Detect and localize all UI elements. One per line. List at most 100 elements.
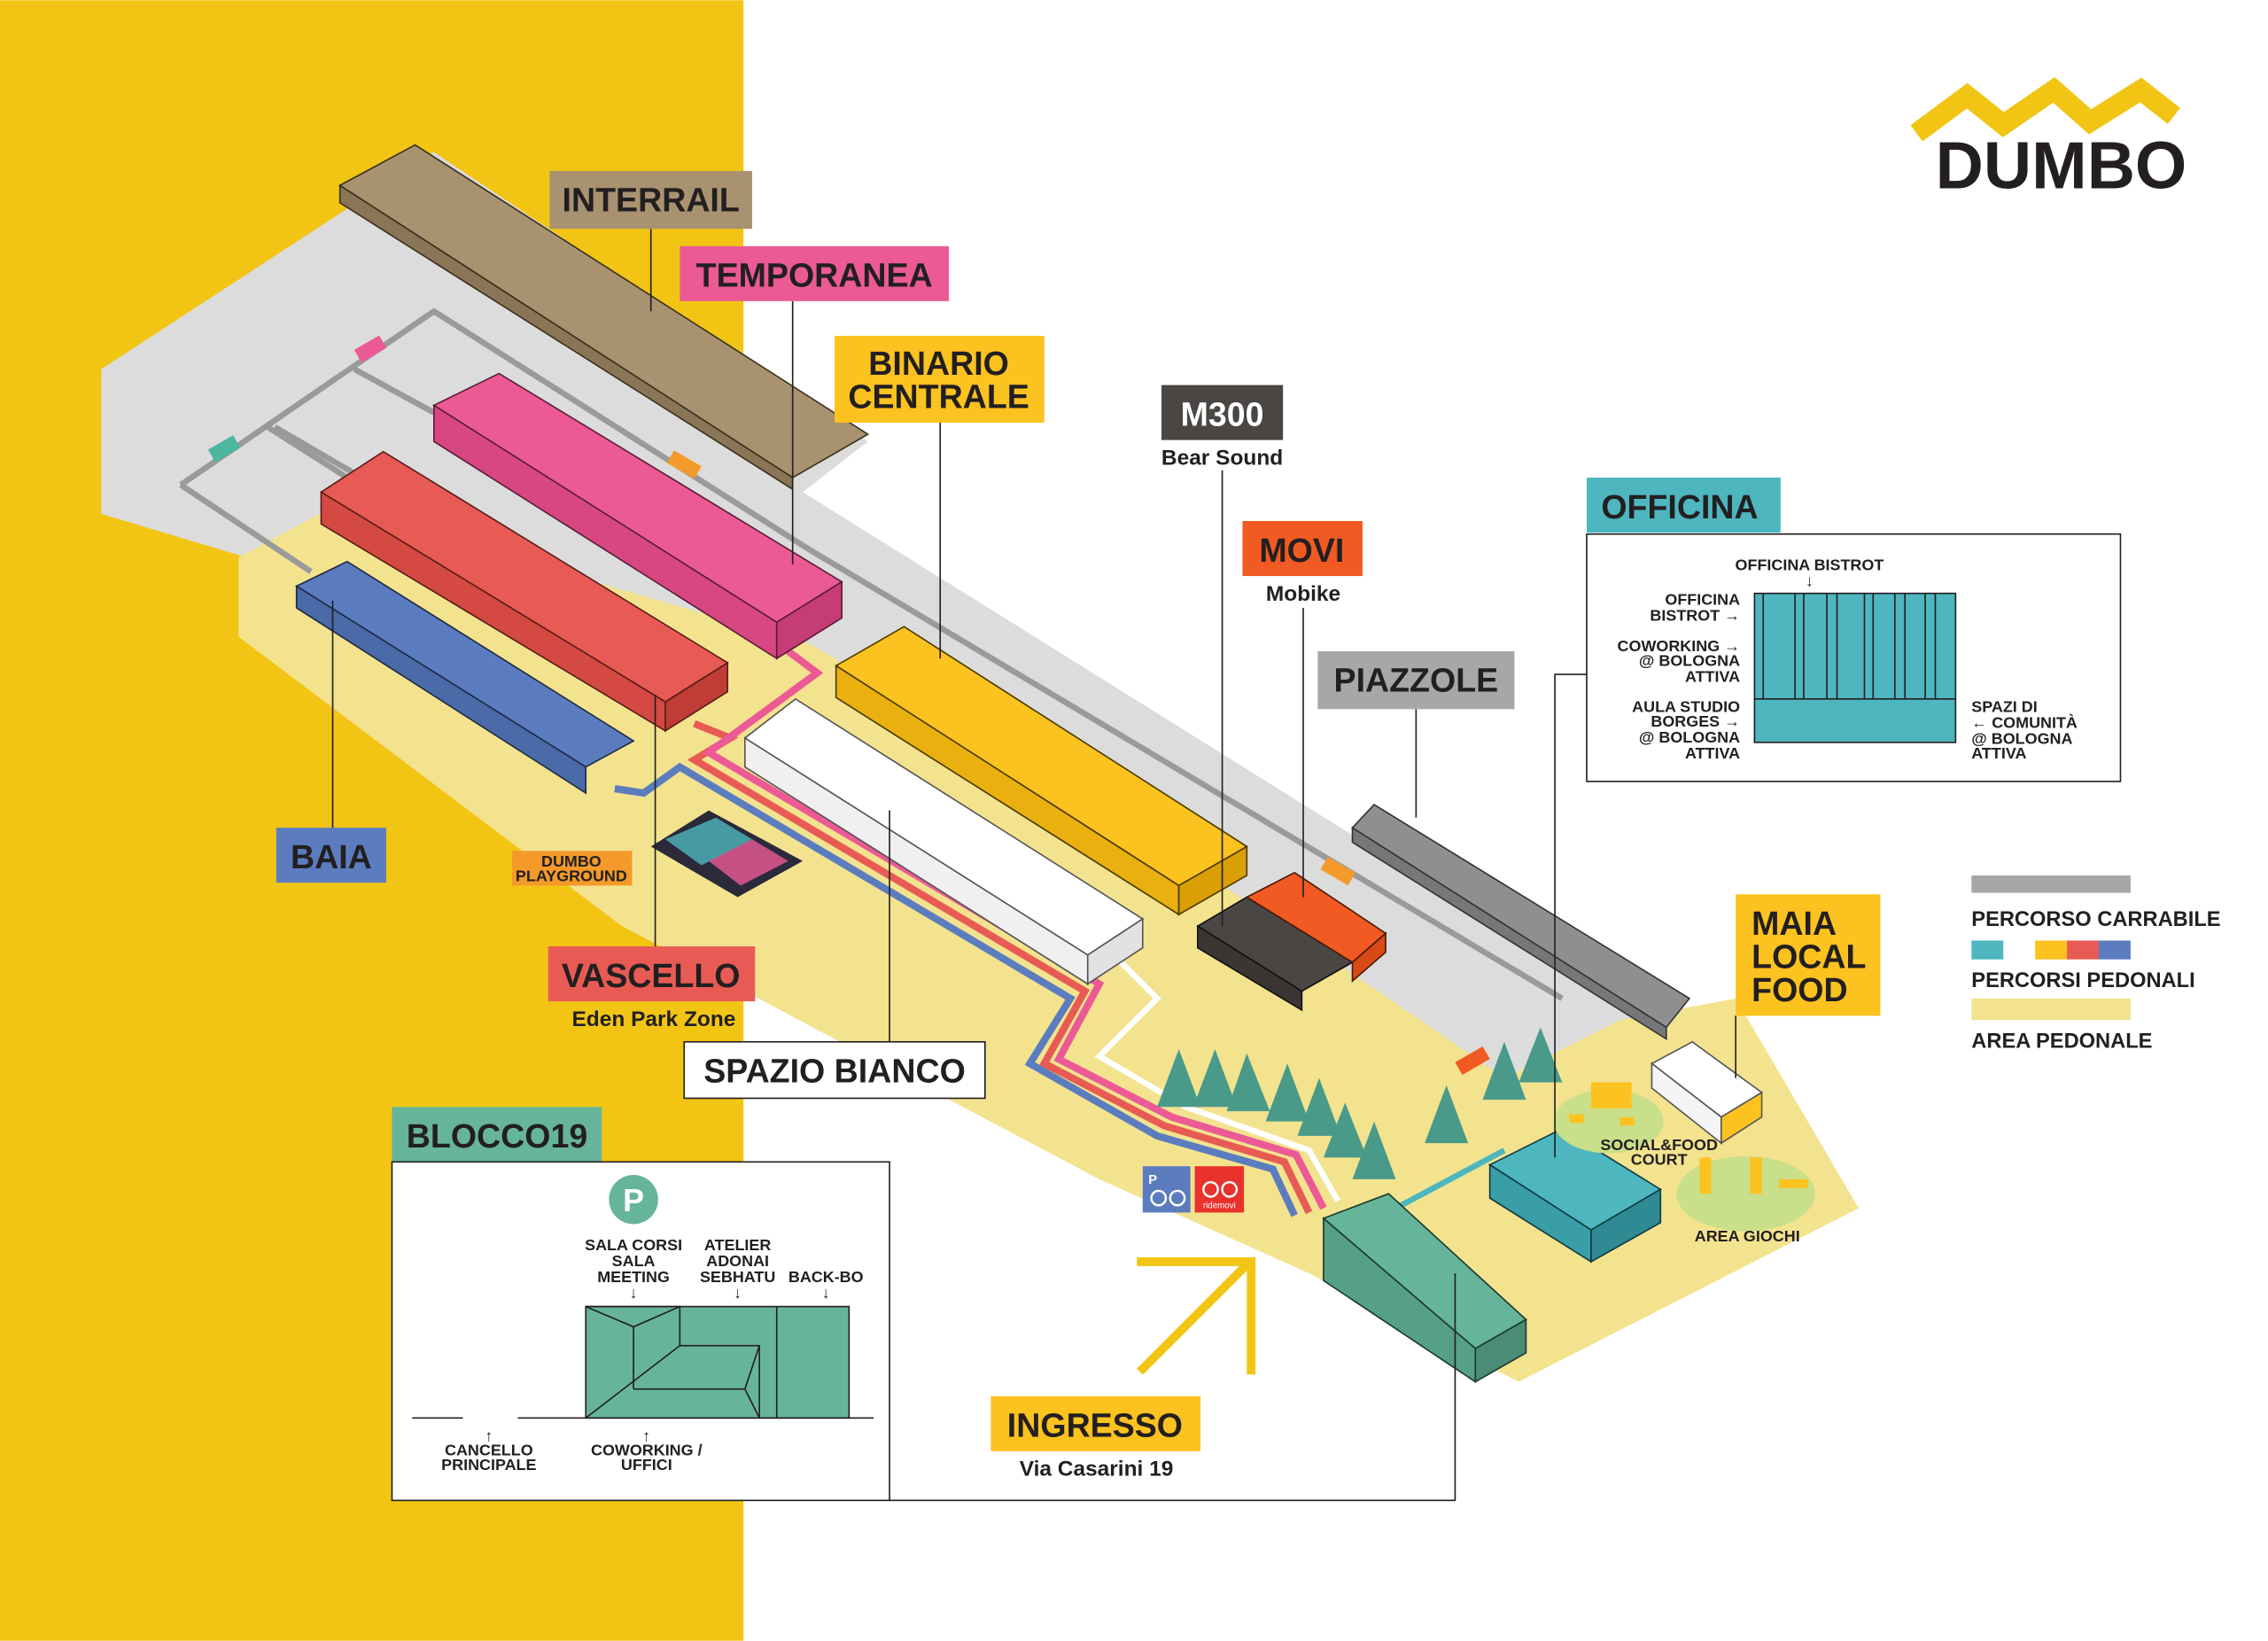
legend-label-area: AREA PEDONALE — [1971, 1030, 2152, 1053]
officina-left2-line1: COWORKING → — [1618, 637, 1741, 655]
car-icon — [666, 450, 702, 479]
blocco-atelier-line1: ATELIER — [704, 1236, 771, 1254]
car-icon — [207, 435, 241, 463]
building-vascello[interactable] — [319, 450, 729, 733]
legend-swatch-blue — [2098, 940, 2131, 960]
pedestrian-area-right — [1309, 998, 1504, 1158]
label-temporanea[interactable]: TEMPORANEA — [680, 245, 950, 301]
label-playground-line1: DUMBO — [541, 852, 602, 870]
officina-right-line1: SPAZI DI — [1971, 698, 2037, 716]
legend-swatch-area — [1971, 998, 2131, 1021]
blocco-sala-line1: SALA CORSI — [585, 1236, 682, 1254]
path-teal — [1394, 1147, 1506, 1211]
label-ingresso[interactable]: INGRESSO Via Casarini 19 — [990, 1396, 1201, 1482]
label-maia-line1: MAIA — [1751, 905, 1837, 942]
officina-right-line4: ATTIVA — [1971, 744, 2026, 762]
officina-left2-line2: @ BOLOGNA — [1639, 651, 1740, 669]
label-area-giochi: AREA GIOCHI — [1695, 1227, 1800, 1245]
blocco19-panel[interactable]: BLOCCO19 P SALA CORSI SALA MEETING ↓ ATE… — [391, 1107, 890, 1502]
social-food-court-area — [1553, 1089, 1664, 1154]
blocco19-floorplan — [585, 1305, 850, 1419]
label-spazio-bianco-text: SPAZIO BIANCO — [703, 1053, 966, 1090]
officina-panel[interactable]: OFFICINA OFFICINA BISTROT ↓ OFFICINA BIS… — [1586, 478, 2122, 782]
path-blue — [614, 762, 1298, 1217]
label-movi[interactable]: MOVI Mobike — [1242, 521, 1363, 606]
car-icon — [1455, 1046, 1490, 1076]
arrow-up-icon: ↑ — [485, 1427, 493, 1444]
building-movi[interactable] — [1245, 871, 1387, 984]
label-baia[interactable]: BAIA — [276, 828, 386, 883]
label-piazzole[interactable]: PIAZZOLE — [1317, 650, 1515, 710]
officina-left1-line2: BISTROT → — [1650, 607, 1740, 625]
officina-left3-line4: ATTIVA — [1685, 744, 1740, 762]
officina-right-line3: @ BOLOGNA — [1971, 729, 2072, 747]
parking-icon — [609, 1175, 658, 1225]
building-baia[interactable] — [295, 560, 635, 795]
leader-lines — [331, 229, 1736, 1502]
playground-equipment-icon — [1699, 1157, 1808, 1194]
officina-right-line2: ← COMUNITÀ — [1971, 713, 2078, 732]
blocco-cancello-line1: CANCELLO — [445, 1442, 533, 1459]
road-branch — [266, 424, 349, 480]
label-social-food-line2: COURT — [1631, 1151, 1688, 1169]
building-piazzole[interactable] — [1351, 803, 1691, 1041]
label-vascello-sub: Eden Park Zone — [571, 1007, 735, 1031]
building-spazio-bianco[interactable] — [743, 697, 1145, 986]
label-vascello-text: VASCELLO — [562, 957, 741, 994]
officina-left2-line3: ATTIVA — [1685, 667, 1740, 685]
officina-left3-line3: @ BOLOGNA — [1639, 728, 1740, 746]
car-icon — [1320, 857, 1355, 886]
entrance-arrow-icon — [1137, 1257, 1256, 1375]
label-m300[interactable]: M300 Bear Sound — [1161, 385, 1283, 471]
road-branch — [353, 366, 436, 416]
road-lines-2 — [273, 424, 363, 480]
trees — [1157, 1027, 1563, 1179]
ridemovi-icon[interactable]: ridemovi — [1194, 1166, 1245, 1213]
blocco-atelier-line2: ADONAI — [706, 1252, 769, 1270]
legend-label-pedonali: PERCORSI PEDONALI — [1971, 969, 2194, 992]
label-dumbo-playground[interactable]: DUMBO PLAYGROUND — [511, 851, 633, 886]
building-officina[interactable] — [1487, 1127, 1662, 1264]
legend-swatch-teal — [1971, 940, 2004, 960]
building-blocco19[interactable] — [1322, 1193, 1527, 1383]
label-piazzole-text: PIAZZOLE — [1334, 662, 1499, 699]
building-temporanea[interactable] — [432, 372, 843, 660]
blocco-backbo: BACK-BO — [788, 1268, 864, 1286]
label-vascello[interactable]: VASCELLO Eden Park Zone — [548, 946, 756, 1031]
label-interrail[interactable]: INTERRAIL — [549, 170, 752, 229]
label-m300-sub: Bear Sound — [1161, 446, 1283, 470]
label-m300-text: M300 — [1181, 395, 1264, 432]
label-officina-text: OFFICINA — [1601, 488, 1758, 525]
arrow-down-icon: ↓ — [822, 1284, 830, 1302]
officina-left1-line1: OFFICINA — [1665, 591, 1740, 609]
building-maia[interactable] — [1650, 1040, 1764, 1145]
label-maia-line3: FOOD — [1751, 971, 1847, 1008]
arrow-down-icon: ↓ — [734, 1284, 742, 1302]
label-binario-line1: BINARIO — [868, 345, 1009, 382]
blocco-sala-line2: SALA — [612, 1252, 656, 1270]
bike-parking-icon[interactable]: P — [1142, 1166, 1191, 1213]
label-maia-line2: LOCAL — [1751, 938, 1866, 976]
label-movi-sub: Mobike — [1266, 582, 1340, 606]
logo-text: DUMBO — [1936, 128, 2187, 203]
legend-swatch-yellow — [2035, 940, 2068, 960]
label-spazio-bianco[interactable]: SPAZIO BIANCO — [683, 1040, 986, 1100]
road-branch — [179, 482, 313, 574]
parking-letter: P — [623, 1182, 644, 1218]
building-binario-centrale[interactable] — [835, 626, 1248, 916]
label-social-food-line1: SOCIAL&FOOD — [1600, 1136, 1718, 1154]
blocco-cancello-line2: PRINCIPALE — [441, 1456, 536, 1474]
label-blocco19-text: BLOCCO19 — [407, 1117, 587, 1155]
arrow-down-icon: ↓ — [630, 1284, 638, 1302]
path-white — [1094, 960, 1341, 1203]
bike-parking-letter: P — [1148, 1173, 1157, 1187]
label-ingresso-text: INGRESSO — [1007, 1407, 1183, 1444]
road-lines — [179, 307, 1564, 1001]
officina-left3-line1: AULA STUDIO — [1632, 698, 1740, 716]
label-binario-centrale[interactable]: BINARIO CENTRALE — [835, 336, 1045, 424]
arrow-up-icon: ↑ — [642, 1427, 650, 1444]
label-maia-local-food[interactable]: MAIA LOCAL FOOD — [1736, 894, 1881, 1016]
dumbo-playground-graphic — [650, 810, 804, 898]
legend-swatch-carrabile — [1971, 875, 2131, 893]
